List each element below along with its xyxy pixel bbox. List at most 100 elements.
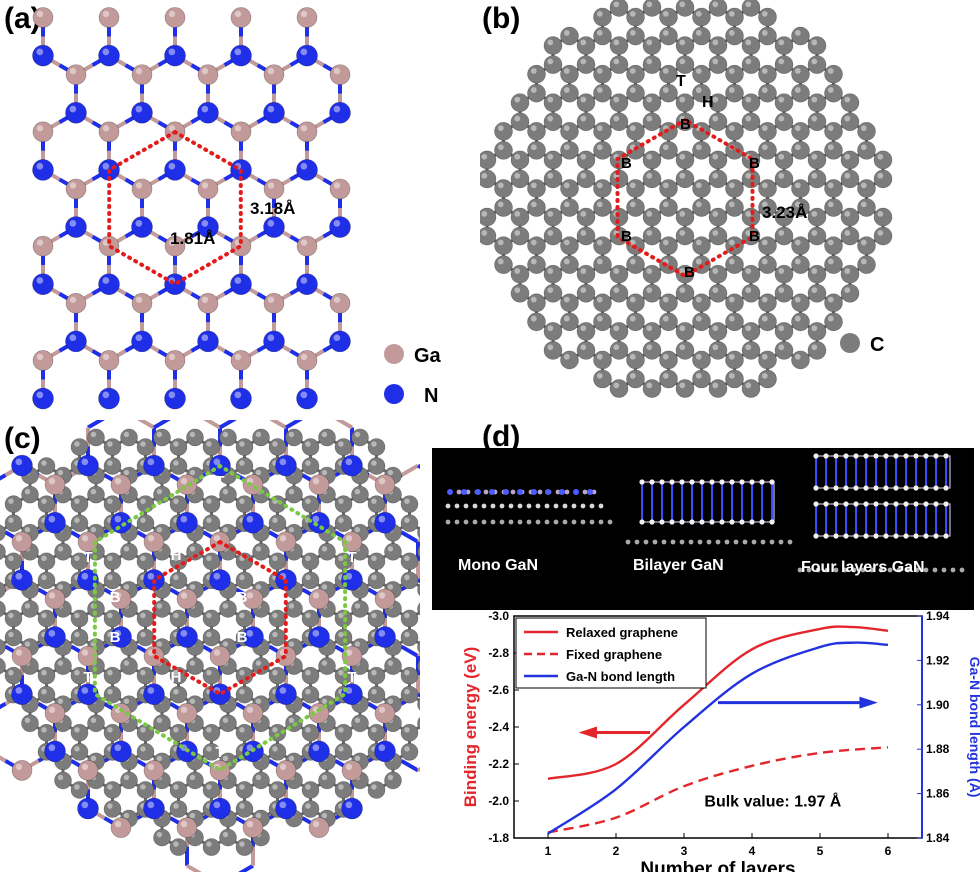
structures-strip — [432, 448, 974, 610]
atom-highlight — [189, 774, 196, 781]
c-atom — [593, 198, 612, 217]
supercell-outline — [92, 463, 348, 773]
graphene-layer — [688, 539, 694, 545]
atom-highlight — [761, 10, 768, 17]
atom-highlight — [345, 763, 353, 771]
n-atom — [587, 489, 593, 495]
atom-highlight — [580, 172, 587, 179]
c-atom — [202, 743, 221, 761]
ga-atom — [98, 7, 120, 28]
c-atom — [593, 26, 612, 46]
atom-highlight — [48, 477, 56, 485]
atom-highlight — [563, 144, 570, 151]
atom-highlight — [745, 287, 752, 293]
c-atom — [692, 198, 711, 217]
c-atom — [301, 800, 320, 818]
bridge-site-label: B — [110, 629, 121, 646]
c-atom — [576, 207, 596, 227]
unit-cell-outline — [152, 539, 288, 697]
atom-highlight — [613, 268, 620, 274]
c-atom — [510, 264, 530, 284]
c-atom — [384, 542, 402, 561]
atom-highlight — [530, 239, 537, 246]
graphene-layer — [706, 539, 712, 545]
atom-highlight — [255, 469, 262, 476]
atom-highlight — [147, 572, 155, 580]
graphene-layer — [860, 567, 866, 573]
h-atom — [933, 533, 939, 539]
c-atom — [400, 723, 419, 742]
c-atom — [510, 283, 530, 303]
c-atom — [626, 312, 645, 332]
graphene-layer — [490, 519, 496, 525]
atom-highlight — [69, 220, 77, 227]
atom-highlight — [695, 10, 702, 17]
n-atom — [503, 489, 509, 495]
atom-highlight — [255, 660, 262, 666]
atom-highlight — [239, 841, 245, 847]
h-atom — [863, 501, 869, 507]
atom-highlight — [761, 315, 768, 322]
atom-highlight — [481, 153, 488, 160]
c-atom — [301, 457, 320, 475]
c-atom — [741, 322, 761, 341]
c-atom — [367, 781, 386, 799]
c-atom — [202, 666, 221, 685]
atom-highlight — [123, 812, 130, 819]
atom-highlight — [794, 296, 801, 303]
c-atom — [480, 226, 497, 246]
atom-highlight — [371, 612, 377, 619]
atom-highlight — [305, 460, 311, 466]
graphene-layer — [526, 519, 532, 525]
c-atom — [318, 542, 336, 561]
atom-highlight — [156, 431, 163, 438]
n-atom — [275, 797, 297, 820]
atom-highlight — [213, 801, 221, 809]
c-atom — [351, 428, 369, 447]
atom-highlight — [255, 774, 262, 781]
atom-highlight — [695, 315, 702, 322]
atom-highlight — [354, 641, 361, 647]
atom-highlight — [300, 125, 308, 132]
c-atom — [774, 169, 794, 189]
gan-layer — [582, 489, 588, 495]
atom-highlight — [201, 105, 209, 113]
atom-highlight — [860, 239, 867, 246]
c-atom — [708, 283, 728, 303]
c-atom — [675, 283, 695, 303]
atom-highlight — [36, 277, 44, 284]
h-atom — [823, 453, 829, 459]
ga-atom — [197, 178, 219, 200]
atom-highlight — [877, 230, 884, 236]
c-atom — [235, 609, 254, 628]
atom-highlight — [728, 68, 735, 74]
x-tick-label: 2 — [613, 844, 620, 858]
c-atom — [400, 514, 419, 533]
n-atom — [308, 740, 330, 763]
atom-highlight — [728, 353, 735, 360]
atom-highlight — [646, 287, 653, 293]
n-atom — [131, 216, 153, 238]
atom-highlight — [662, 68, 669, 74]
c-atom — [840, 207, 860, 227]
y2-tick-label: 1.94 — [926, 609, 950, 623]
atom-highlight — [345, 572, 353, 580]
c-atom — [824, 141, 843, 160]
panel-d-label: (d) — [482, 420, 521, 453]
c-atom — [527, 122, 546, 141]
atom-highlight — [180, 515, 188, 523]
atom-highlight — [695, 372, 702, 379]
graphene-layer — [625, 539, 631, 545]
graphene-layer — [598, 519, 604, 525]
ga-atom — [230, 7, 252, 28]
atom-highlight — [305, 555, 311, 562]
atom-highlight — [180, 592, 188, 599]
c-atom — [560, 350, 579, 370]
c-atom — [4, 495, 23, 513]
atom-highlight — [745, 39, 752, 46]
atom-highlight — [844, 96, 851, 103]
c-atom — [708, 322, 728, 341]
c-atom — [186, 428, 204, 447]
n-atom — [517, 489, 523, 495]
c-atom — [318, 771, 336, 790]
